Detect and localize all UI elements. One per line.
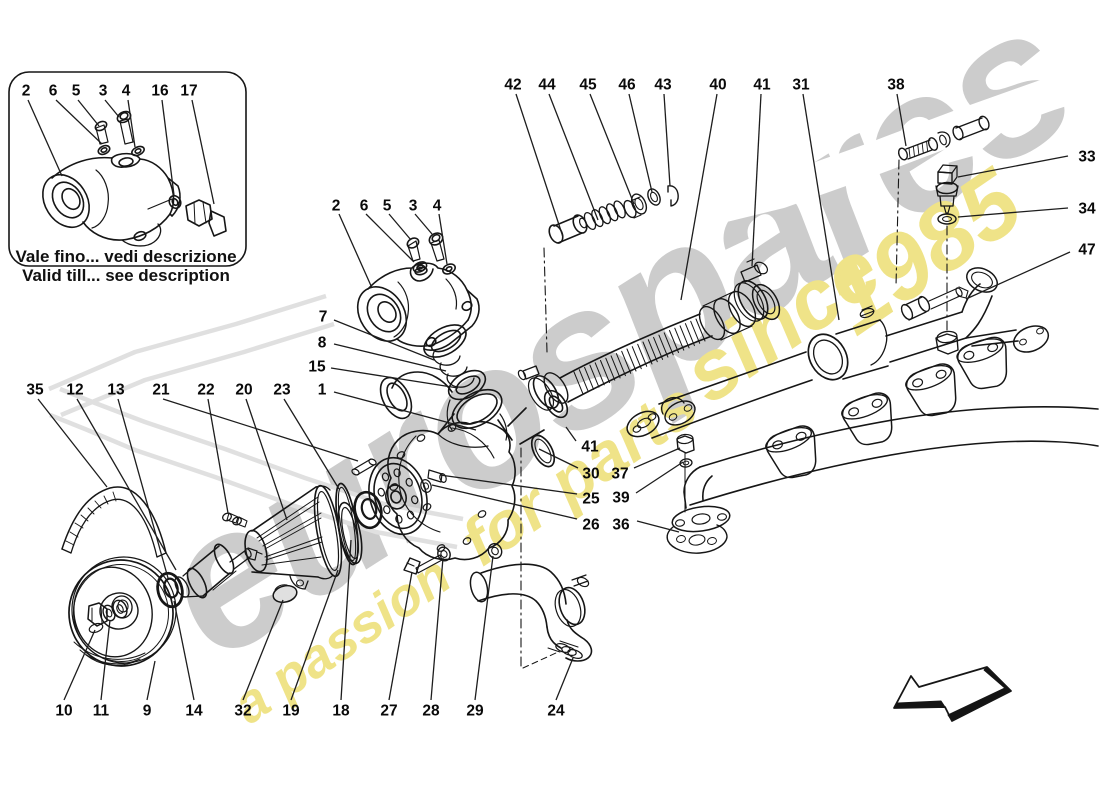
svg-text:29: 29 [466, 703, 484, 720]
svg-text:5: 5 [72, 83, 81, 100]
svg-text:6: 6 [360, 198, 369, 215]
svg-text:5: 5 [383, 198, 392, 215]
svg-text:12: 12 [66, 382, 83, 399]
svg-text:31: 31 [792, 77, 810, 94]
svg-text:21: 21 [152, 382, 170, 399]
svg-text:17: 17 [180, 83, 197, 100]
svg-text:32: 32 [234, 703, 251, 720]
svg-text:4: 4 [433, 198, 442, 215]
svg-text:18: 18 [332, 703, 350, 720]
svg-text:38: 38 [887, 77, 905, 94]
svg-text:39: 39 [612, 490, 630, 507]
svg-text:3: 3 [99, 83, 108, 100]
svg-text:6: 6 [49, 83, 58, 100]
svg-text:24: 24 [547, 703, 565, 720]
svg-text:44: 44 [538, 77, 556, 94]
svg-text:40: 40 [709, 77, 726, 94]
svg-text:eurospares: eurospares [120, 0, 1100, 700]
svg-text:22: 22 [197, 382, 214, 399]
svg-text:37: 37 [611, 466, 628, 483]
svg-text:15: 15 [308, 359, 326, 376]
svg-text:11: 11 [93, 703, 110, 720]
svg-text:25: 25 [582, 491, 600, 508]
svg-text:Vale fino... vedi descrizione: Vale fino... vedi descrizione [15, 247, 236, 266]
svg-text:45: 45 [579, 77, 597, 94]
svg-text:1: 1 [318, 382, 327, 399]
svg-text:36: 36 [612, 517, 630, 534]
svg-text:41: 41 [581, 439, 599, 456]
svg-text:7: 7 [319, 309, 328, 326]
svg-text:46: 46 [618, 77, 636, 94]
svg-text:2: 2 [22, 83, 31, 100]
svg-text:43: 43 [654, 77, 672, 94]
svg-text:10: 10 [55, 703, 72, 720]
svg-text:19: 19 [282, 703, 300, 720]
svg-text:26: 26 [582, 517, 600, 534]
svg-text:3: 3 [409, 198, 418, 215]
svg-text:30: 30 [582, 466, 599, 483]
svg-text:2: 2 [332, 198, 341, 215]
svg-text:4: 4 [122, 83, 131, 100]
svg-text:42: 42 [504, 77, 521, 94]
svg-text:35: 35 [26, 382, 44, 399]
svg-text:33: 33 [1078, 149, 1096, 166]
svg-text:Valid till... see description: Valid till... see description [22, 266, 230, 285]
svg-text:27: 27 [380, 703, 397, 720]
svg-text:23: 23 [273, 382, 291, 399]
svg-text:13: 13 [107, 382, 125, 399]
svg-text:41: 41 [753, 77, 771, 94]
svg-text:34: 34 [1078, 201, 1096, 218]
svg-text:28: 28 [422, 703, 440, 720]
svg-text:20: 20 [235, 382, 252, 399]
svg-text:14: 14 [185, 703, 203, 720]
svg-text:47: 47 [1078, 242, 1095, 259]
svg-text:8: 8 [318, 335, 327, 352]
svg-text:16: 16 [151, 83, 169, 100]
svg-text:9: 9 [143, 703, 152, 720]
